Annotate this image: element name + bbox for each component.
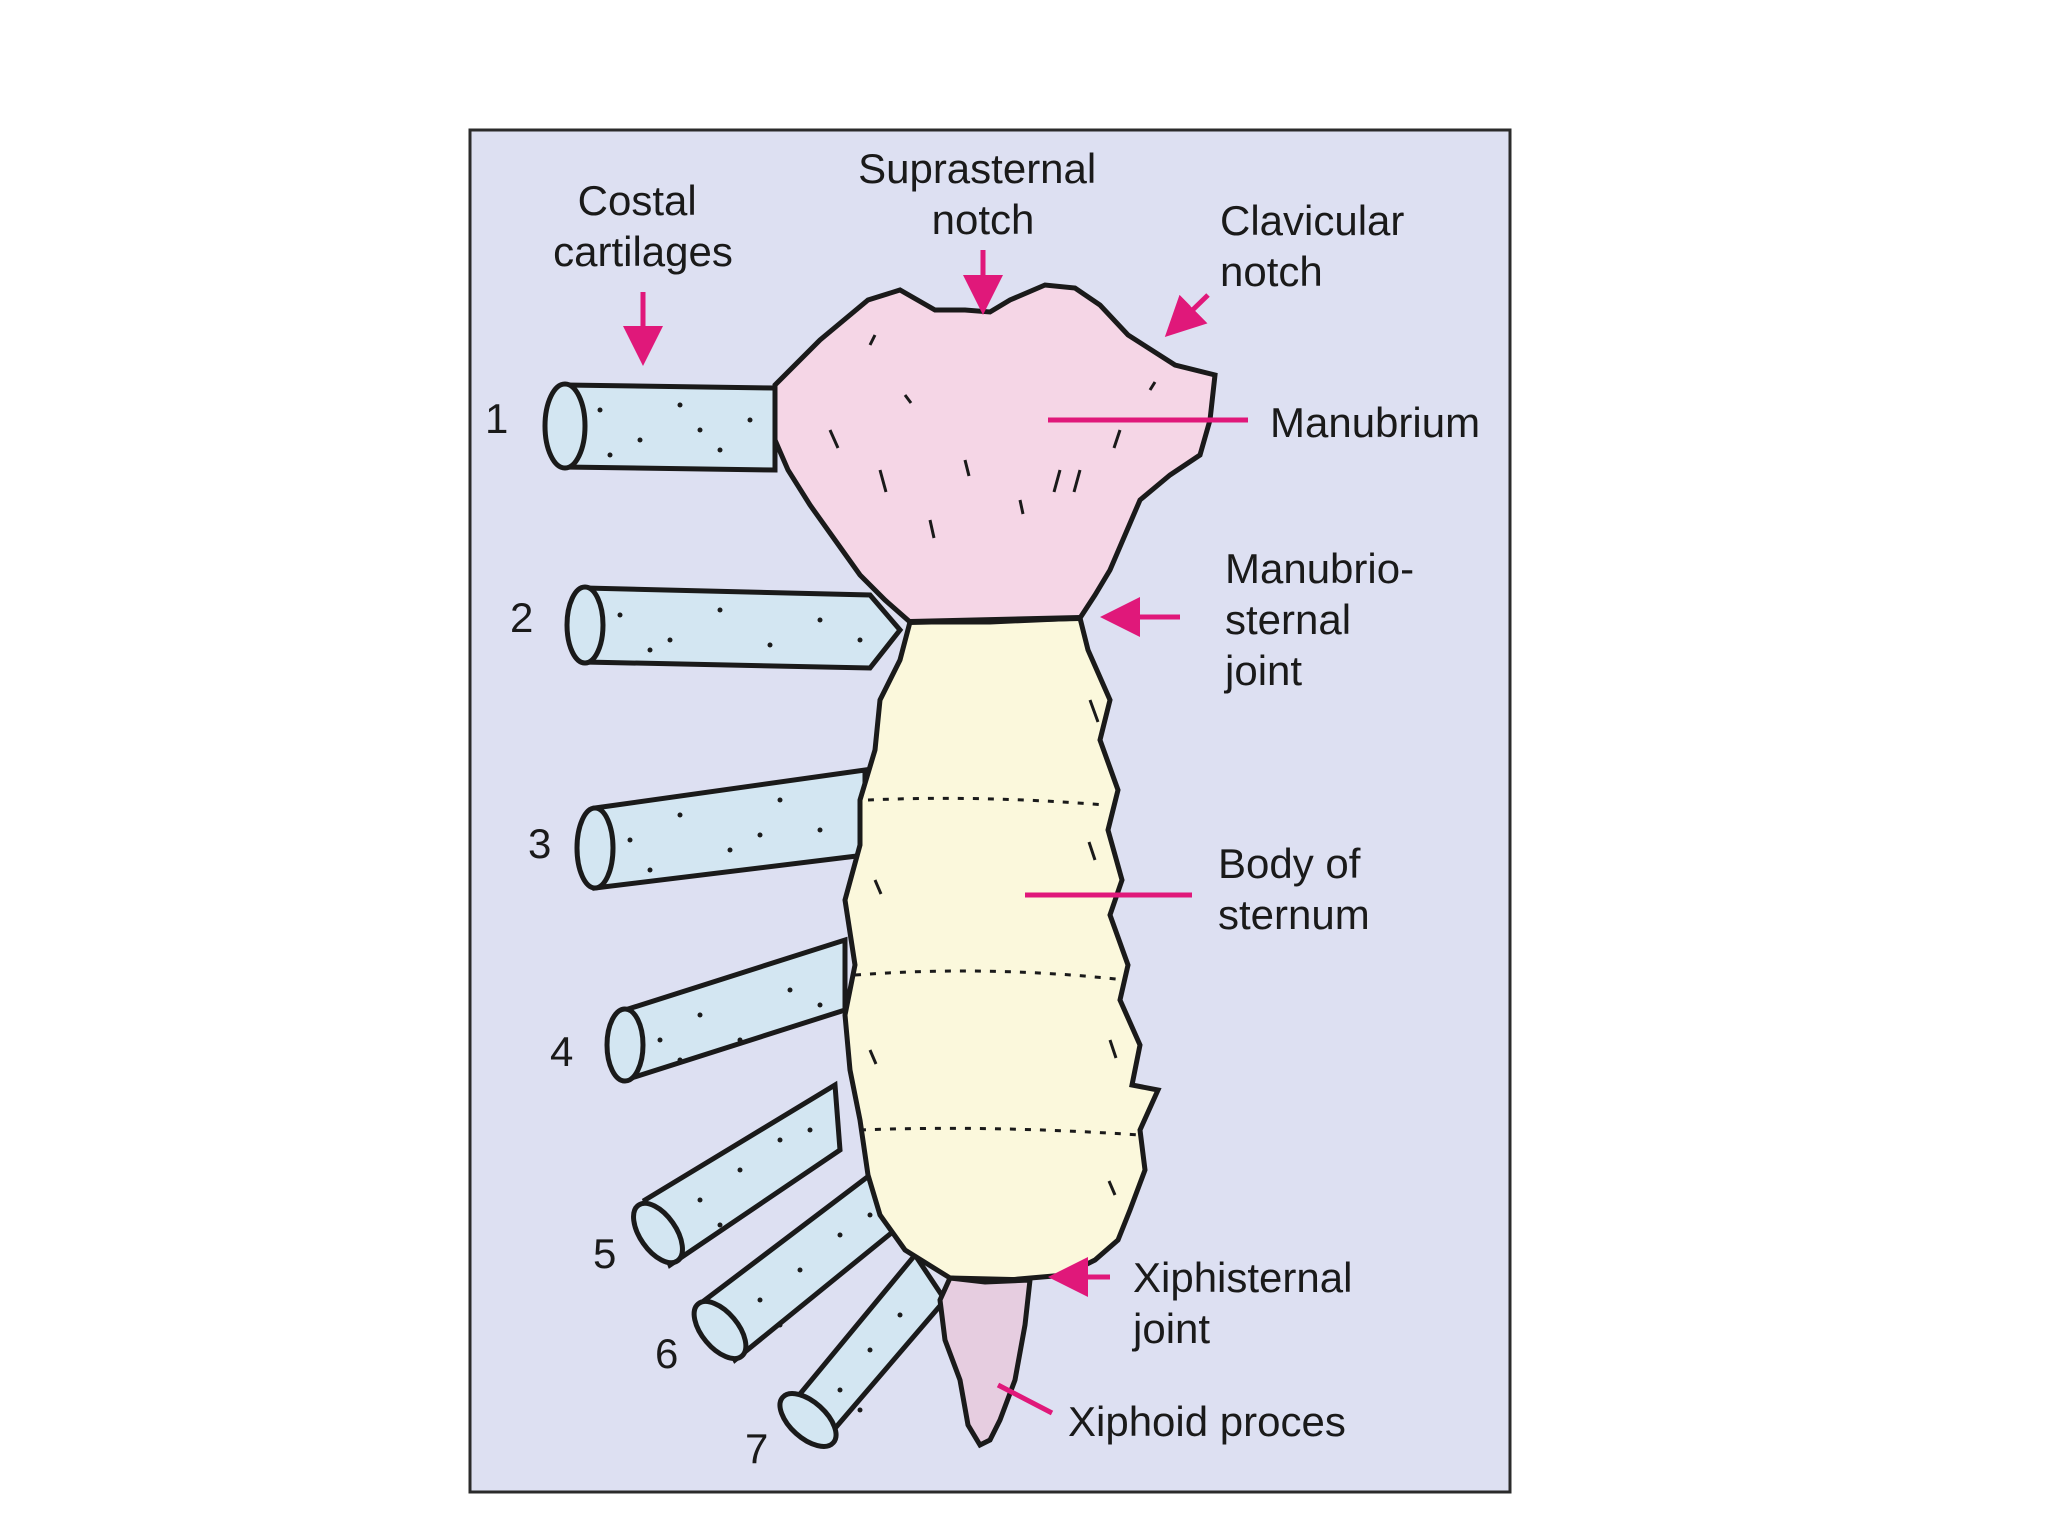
- cartilage-speckle-3: [627, 837, 633, 843]
- cartilage-number-6: 6: [655, 1330, 678, 1377]
- sternebra-ridge-2: [854, 969, 1126, 982]
- sternebra-ridge-3: [859, 1126, 1141, 1137]
- body-texture: [868, 699, 1118, 1196]
- cartilage-speckle-1: [717, 447, 723, 453]
- cartilage-speckle-2: [817, 617, 823, 623]
- cartilage-speckle-1: [607, 452, 613, 458]
- cartilage-speckle-5: [737, 1167, 743, 1173]
- body-of-sternum-label: Body of sternum: [1218, 840, 1372, 938]
- cartilage-speckle-5: [807, 1127, 813, 1133]
- xiphoid-process-label: Xiphoid proces: [1068, 1398, 1346, 1445]
- cartilage-speckle-3: [727, 847, 733, 853]
- cartilage-speckle-6: [837, 1232, 843, 1238]
- cartilage-speckle-1: [697, 427, 703, 433]
- xiphisternal-joint-line: [949, 1275, 1031, 1283]
- cartilage-speckle-2: [667, 637, 673, 643]
- cartilage-speckle-4: [817, 1002, 823, 1008]
- manubriosternal-joint-line: [909, 615, 1081, 625]
- suprasternal-notch-label: Suprasternal notch: [858, 145, 1108, 243]
- xiphoid-process-pointer-line: [996, 1382, 1054, 1416]
- cartilage-speckle-1: [637, 437, 643, 443]
- cartilage-speckle-3: [677, 812, 683, 818]
- xiphisternal-joint-label: Xiphisternal joint: [1131, 1254, 1364, 1352]
- cartilage-number-5: 5: [593, 1230, 616, 1277]
- body-of-sternum: [842, 615, 1162, 1285]
- cartilage-speckle-6: [777, 1322, 783, 1328]
- cartilage-speckle-2: [717, 607, 723, 613]
- cartilage-speckle-3: [817, 827, 823, 833]
- cartilage-speckle-1: [677, 402, 683, 408]
- cartilage-speckle-7: [857, 1407, 863, 1413]
- cartilage-number-2: 2: [510, 594, 533, 641]
- cartilage-speckle-4: [787, 987, 793, 993]
- cartilage-speckle-3: [777, 797, 783, 803]
- clavicular-notch-label: Clavicular notch: [1220, 197, 1416, 295]
- cartilage-speckle-5: [777, 1137, 783, 1143]
- cartilage-1: [542, 381, 778, 473]
- cartilage-speckle-1: [597, 407, 603, 413]
- cartilage-speckle-1: [747, 417, 753, 423]
- costal-cartilages-label: Costal cartilages: [553, 177, 733, 275]
- cartilage-speckle-2: [767, 642, 773, 648]
- cartilage-speckle-6: [797, 1267, 803, 1273]
- cartilage-speckle-3: [647, 867, 653, 873]
- cartilage-speckle-2: [617, 612, 623, 618]
- cartilage-4: [604, 936, 848, 1084]
- cartilage-2: [564, 584, 904, 671]
- manubrium-label: Manubrium: [1270, 399, 1480, 446]
- cartilage-number-1: 1: [485, 395, 508, 442]
- cartilage-speckle-5: [717, 1222, 723, 1228]
- manubrium-texture: [828, 334, 1157, 539]
- cartilage-speckle-6: [867, 1212, 873, 1218]
- cartilage-number-7: 7: [745, 1425, 768, 1472]
- cartilage-speckle-4: [697, 1012, 703, 1018]
- cartilage-number-3: 3: [528, 820, 551, 867]
- cartilage-speckle-4: [657, 1037, 663, 1043]
- manubriosternal-joint-label: Manubrio- sternal joint: [1223, 545, 1426, 694]
- clavicular-notch-arrow: [1164, 293, 1210, 337]
- cartilage-speckle-3: [757, 832, 763, 838]
- cartilage-number-4: 4: [550, 1028, 573, 1075]
- cartilage-speckle-2: [647, 647, 653, 653]
- cartilage-speckle-6: [757, 1297, 763, 1303]
- cartilage-speckle-4: [677, 1057, 683, 1063]
- cartilage-speckle-7: [867, 1347, 873, 1353]
- cartilage-speckle-7: [897, 1312, 903, 1318]
- cartilage-5: [631, 1080, 843, 1269]
- cartilage-speckle-4: [737, 1037, 743, 1043]
- cartilage-speckle-2: [857, 637, 863, 643]
- cartilage-speckle-5: [697, 1197, 703, 1203]
- cartilage-speckle-7: [837, 1387, 843, 1393]
